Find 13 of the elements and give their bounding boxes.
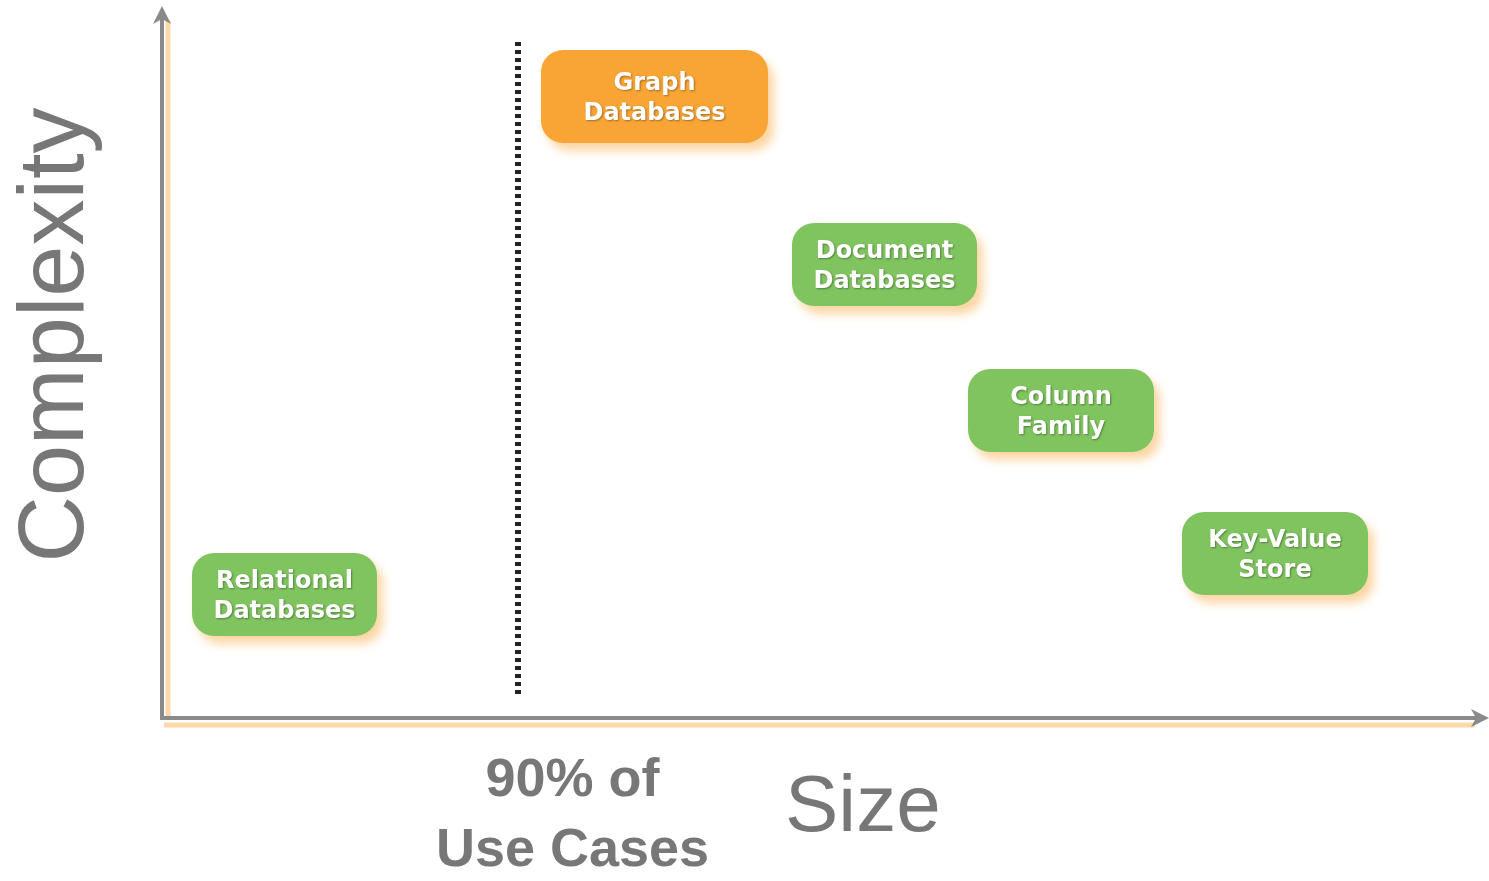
category-box [1182, 512, 1368, 595]
axis-label: Size [785, 758, 941, 850]
axis-label: Complexity [0, 107, 104, 563]
category-box [541, 50, 768, 143]
category-box [968, 369, 1154, 452]
category-box [192, 553, 377, 636]
box-label: Graph Databases [582, 66, 727, 127]
box-label: Document Databases [812, 234, 957, 295]
box-label: Key-Value Store [1207, 523, 1343, 584]
box-label: Column Family [1009, 380, 1113, 441]
category-box [792, 223, 977, 306]
box-label: Relational Databases [212, 564, 357, 625]
threshold-label: 90% of Use Cases [434, 746, 711, 880]
